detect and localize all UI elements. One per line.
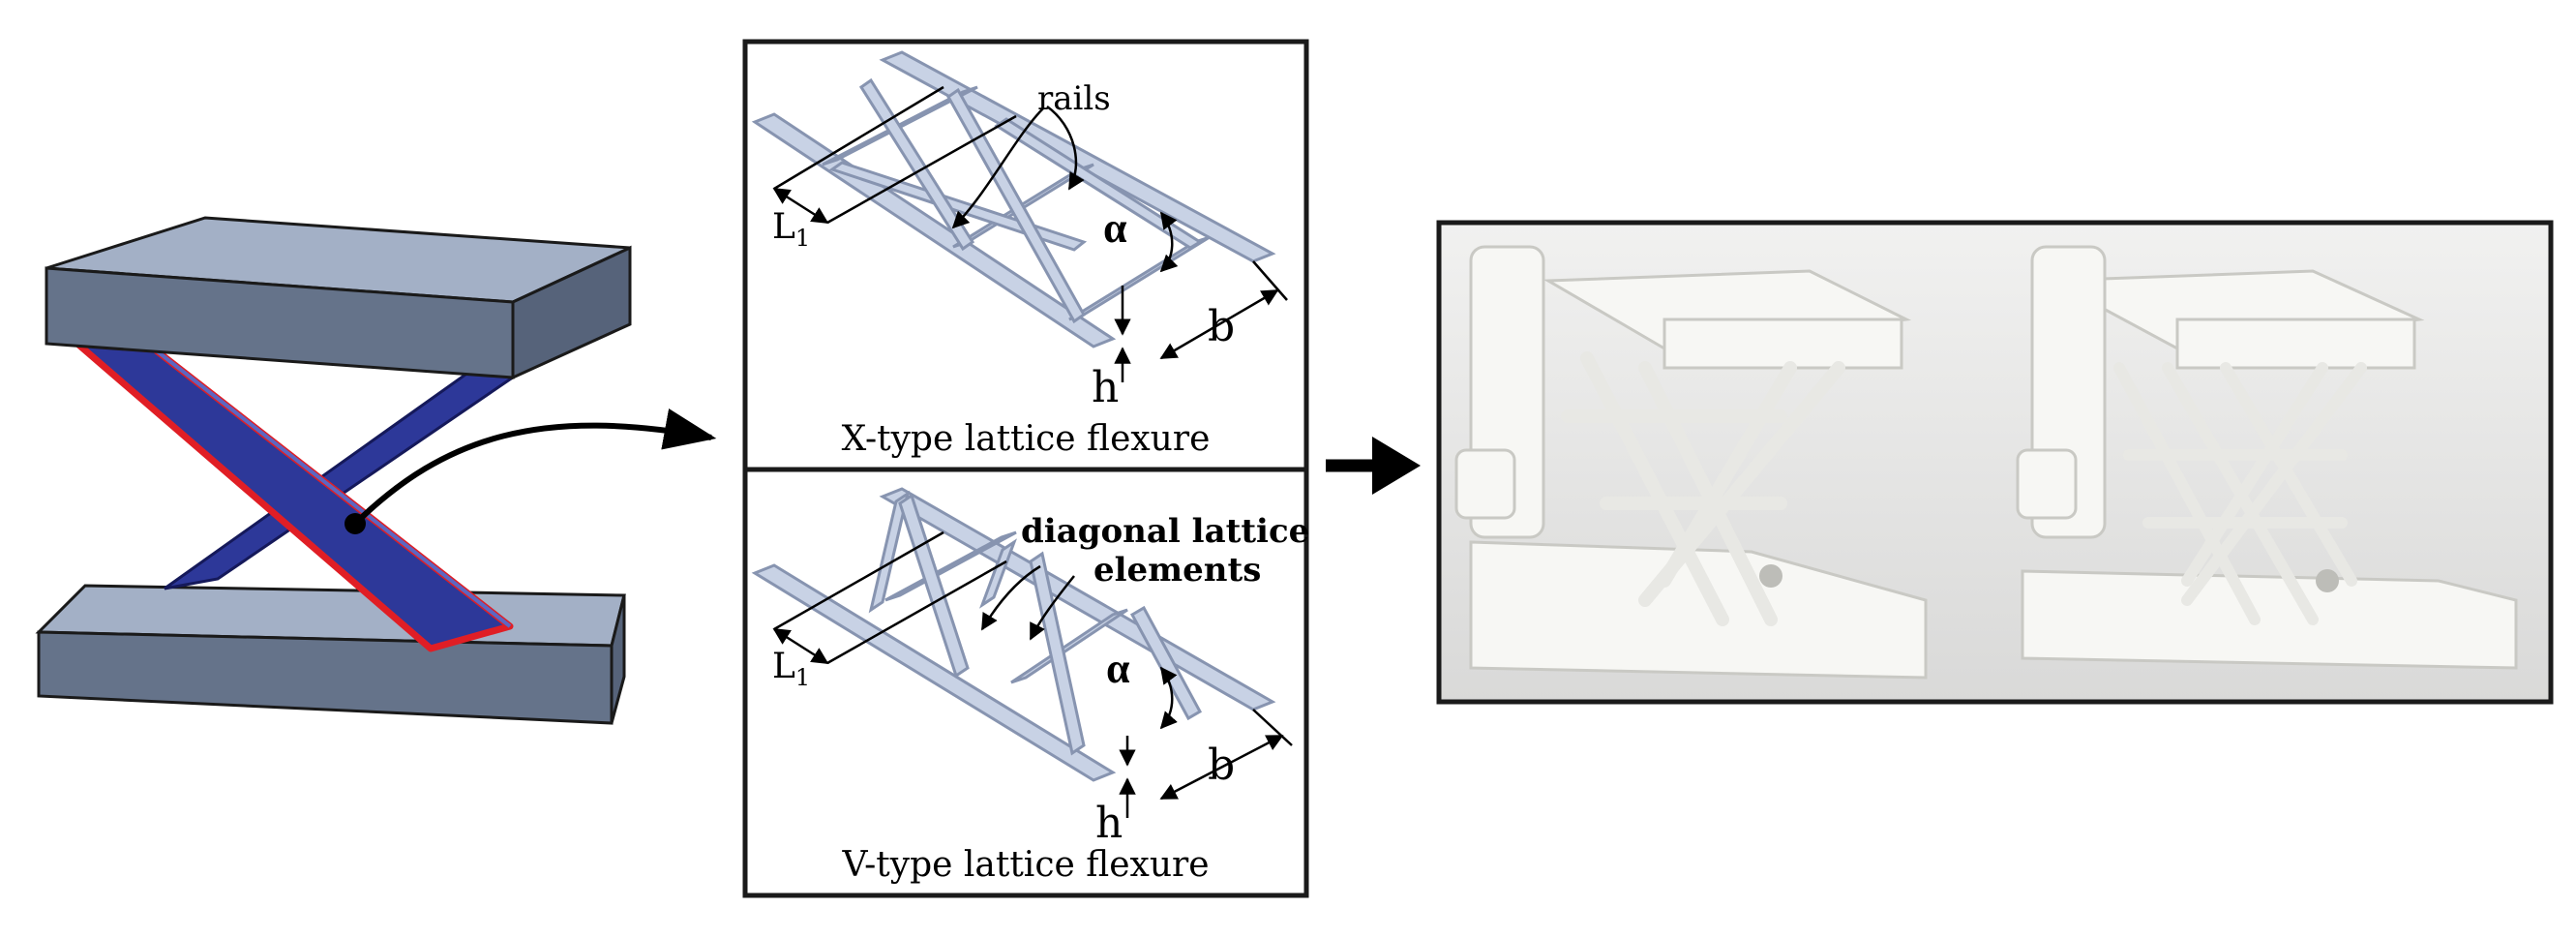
callout-arrow	[352, 408, 717, 527]
v-diagonal-label-line1: diagonal lattice	[1021, 512, 1309, 551]
v-h-label: h	[1095, 799, 1123, 848]
x-type-lattice-drawing: rails L1 α b h	[751, 50, 1288, 412]
printed-part-left	[1454, 245, 1928, 680]
x-type-caption: X-type lattice flexure	[842, 419, 1211, 459]
bottom-plate	[35, 584, 626, 725]
v-type-caption: V-type lattice flexure	[841, 845, 1209, 885]
v-type-lattice-drawing: diagonal lattice elements L1 α b h	[751, 487, 1309, 848]
printed-prototypes-photo	[1436, 220, 2554, 705]
v-diagonal-label-line2: elements	[1093, 551, 1261, 590]
arrow-to-photo	[1326, 437, 1421, 495]
lattice-panels: rails L1 α b h X-type lattice flexure	[742, 39, 1309, 898]
v-alpha-label: α	[1106, 645, 1130, 692]
x-rails-label: rails	[1037, 79, 1111, 118]
x-b-label: b	[1208, 302, 1235, 351]
v-L1-label: L1	[772, 647, 810, 691]
x-L1-label: L1	[772, 207, 810, 252]
printed-part-right	[2016, 245, 2518, 670]
v-b-label: b	[1208, 741, 1235, 790]
x-h-label: h	[1092, 363, 1119, 412]
top-plate	[45, 216, 632, 380]
cross-blade-flexure-drawing	[35, 216, 717, 725]
x-alpha-label: α	[1103, 204, 1127, 252]
